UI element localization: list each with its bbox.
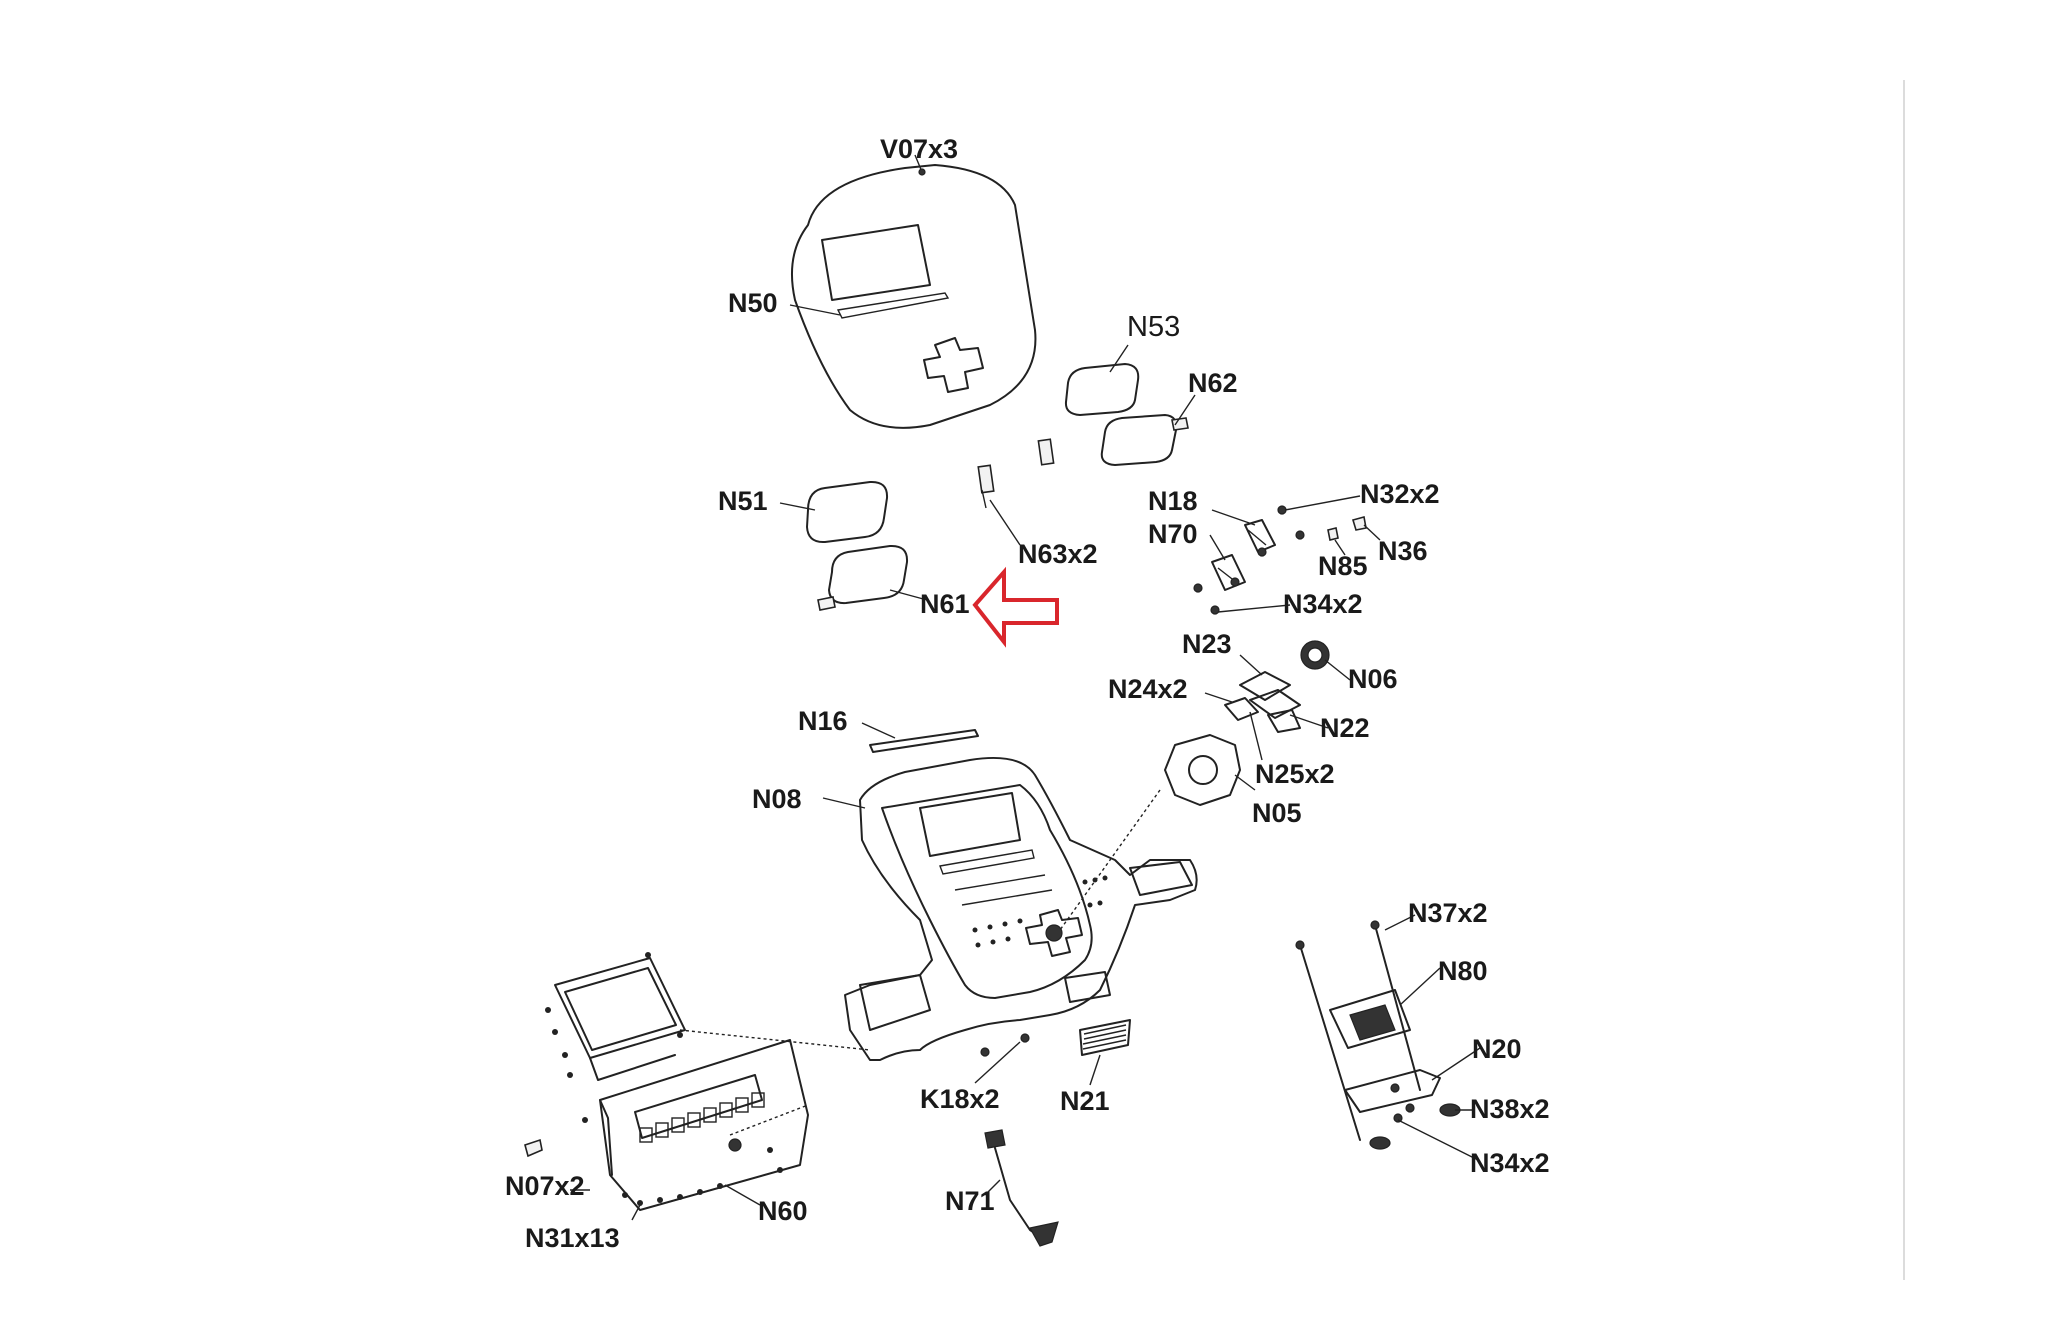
part-n63-connectors (977, 438, 1055, 509)
leader-lines (570, 304, 1481, 1221)
label-n61: N61 (920, 589, 970, 619)
label-k18x2: K18x2 (920, 1084, 1000, 1114)
label-n31x13: N31x13 (525, 1223, 620, 1253)
part-n16-strip (869, 729, 979, 753)
label-n20: N20 (1472, 1034, 1522, 1064)
label-n63x2: N63x2 (1018, 539, 1098, 569)
part-n21-grill (1079, 1019, 1131, 1056)
label-n50: N50 (728, 288, 778, 318)
label-n51: N51 (718, 486, 768, 516)
label-n32x2: N32x2 (1360, 479, 1440, 509)
part-n62-pad (1100, 414, 1189, 466)
part-bracket-assembly (1193, 505, 1367, 615)
label-n21: N21 (1060, 1086, 1110, 1116)
part-k18-screws (980, 1033, 1030, 1057)
label-n53: N53 (1127, 311, 1180, 343)
part-n80-assembly (1295, 920, 1461, 1150)
label-n34x2-top: N34x2 (1283, 589, 1363, 619)
label-n62: N62 (1188, 368, 1238, 398)
label-n34x2-bottom: N34x2 (1470, 1148, 1550, 1178)
label-n16: N16 (798, 706, 848, 736)
part-n50-overlay (790, 154, 1037, 429)
part-knob-assembly (1164, 640, 1330, 806)
label-n25x2: N25x2 (1255, 759, 1335, 789)
label-n70: N70 (1148, 519, 1198, 549)
part-n61-pad (817, 544, 909, 611)
label-n37x2: N37x2 (1408, 898, 1488, 928)
label-n71: N71 (945, 1186, 995, 1216)
label-n38x2: N38x2 (1470, 1094, 1550, 1124)
part-n08-console (844, 756, 1198, 1061)
label-n85: N85 (1318, 551, 1368, 581)
part-n51-pad (806, 480, 889, 544)
label-n06: N06 (1348, 664, 1398, 694)
label-n36: N36 (1378, 536, 1428, 566)
part-lcd-bracket (545, 952, 686, 1081)
label-n22: N22 (1320, 713, 1370, 743)
part-n60-board (582, 1039, 809, 1211)
part-n71-wire (984, 1129, 1059, 1247)
label-n60: N60 (758, 1196, 808, 1226)
label-n23: N23 (1182, 629, 1232, 659)
part-n07-bolt (524, 1138, 543, 1158)
part-n53-pad (1064, 363, 1140, 416)
label-n08: N08 (752, 784, 802, 814)
label-v07x3: V07x3 (880, 134, 958, 164)
label-n07x2: N07x2 (505, 1171, 585, 1201)
highlight-arrow (972, 566, 1059, 648)
label-n24x2: N24x2 (1108, 674, 1188, 704)
label-n05: N05 (1252, 798, 1302, 828)
label-n18: N18 (1148, 486, 1198, 516)
label-n80: N80 (1438, 956, 1488, 986)
